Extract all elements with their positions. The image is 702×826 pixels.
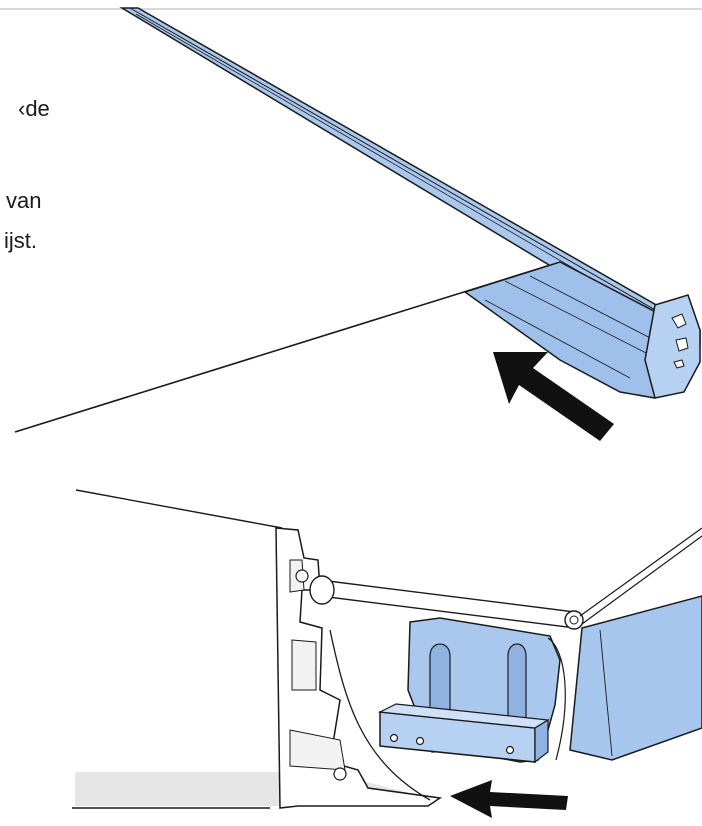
text-fragment-2: van (6, 188, 42, 213)
text-fragment-1: ‹de (18, 96, 50, 121)
arrow-icon (450, 780, 568, 818)
top-divider (0, 0, 702, 10)
arm-body (569, 595, 702, 761)
text-fragment-3: ijst. (4, 228, 37, 253)
rail-profile-top (14, 7, 701, 441)
rail-end-cap (644, 294, 701, 399)
arrow-icon (493, 352, 614, 441)
bracket-assembly-bottom (72, 489, 702, 818)
